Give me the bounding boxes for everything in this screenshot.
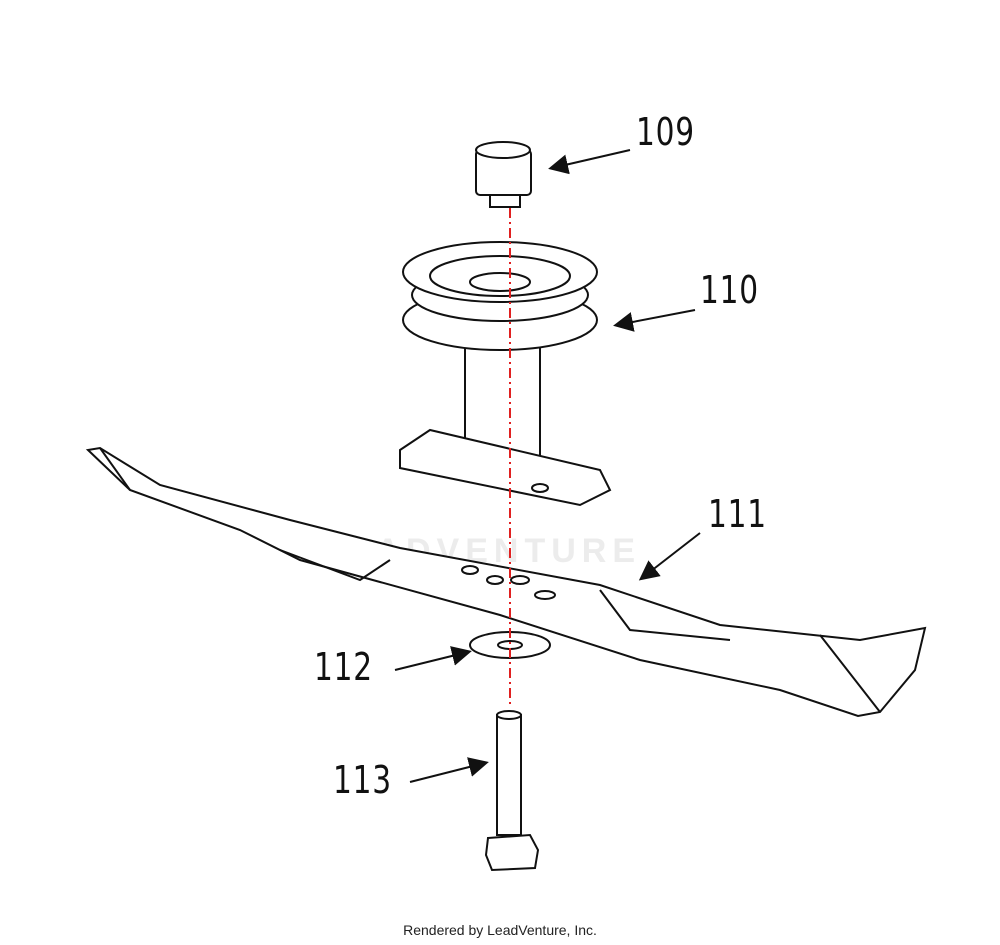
callout-110[interactable]: 110 xyxy=(700,268,759,312)
footer-credit: Rendered by LeadVenture, Inc. xyxy=(403,922,597,938)
callout-111[interactable]: 111 xyxy=(708,492,767,536)
part-111-blade[interactable] xyxy=(85,446,927,718)
callout-109[interactable]: 109 xyxy=(636,110,695,154)
arrow-111 xyxy=(638,532,701,581)
part-113-bolt[interactable] xyxy=(484,710,540,872)
arrow-110 xyxy=(613,309,696,332)
arrow-112 xyxy=(394,646,472,671)
part-110-pulley[interactable] xyxy=(399,241,612,507)
leader-arrows xyxy=(394,149,701,783)
callout-113[interactable]: 113 xyxy=(333,758,392,802)
part-109-nut[interactable] xyxy=(475,141,532,208)
part-112-washer[interactable] xyxy=(469,631,551,659)
arrow-109 xyxy=(548,149,631,175)
callout-112[interactable]: 112 xyxy=(314,645,373,689)
arrow-113 xyxy=(409,757,489,783)
